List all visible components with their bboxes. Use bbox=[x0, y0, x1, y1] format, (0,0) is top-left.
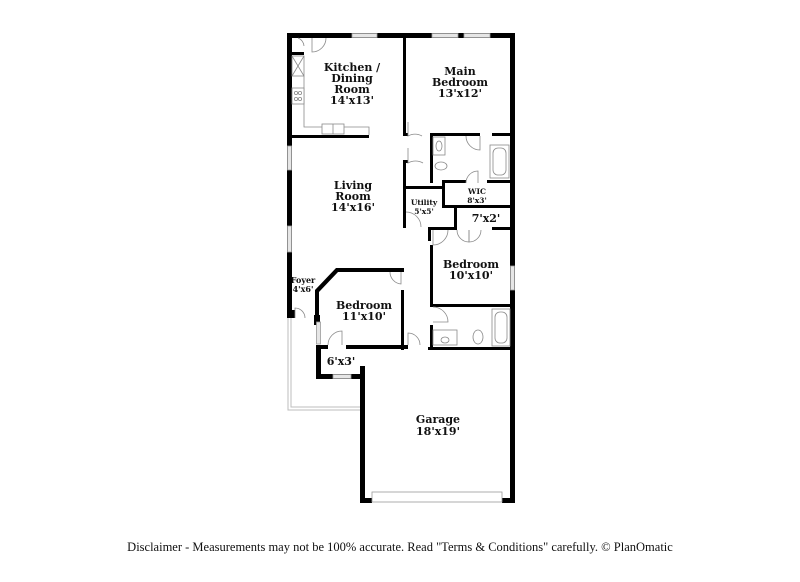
door-arc bbox=[294, 307, 306, 319]
door-arc bbox=[468, 229, 482, 243]
window bbox=[431, 33, 459, 38]
door-arc bbox=[407, 122, 423, 137]
door-arc bbox=[465, 170, 479, 184]
window bbox=[463, 33, 491, 38]
window bbox=[287, 225, 292, 253]
door-arc bbox=[327, 330, 343, 346]
sink-icon bbox=[432, 329, 458, 346]
porch-outline bbox=[287, 318, 360, 411]
window bbox=[351, 33, 378, 38]
window bbox=[287, 145, 292, 171]
door-arc bbox=[407, 332, 421, 346]
door-arc bbox=[456, 229, 470, 243]
room-label-closet-7x2: 7'x2' bbox=[472, 212, 501, 225]
fixtures bbox=[291, 55, 511, 347]
door-arc bbox=[465, 135, 481, 151]
window bbox=[510, 265, 515, 291]
interior-walls bbox=[287, 38, 512, 350]
window bbox=[316, 321, 321, 345]
room-label-closet-6x3: 6'x3' bbox=[327, 355, 356, 368]
garage-door bbox=[371, 491, 503, 503]
door-arc bbox=[297, 37, 305, 47]
door-arc bbox=[405, 211, 422, 228]
window bbox=[332, 374, 352, 379]
toilet-icon bbox=[472, 329, 484, 345]
bathtub-icon bbox=[491, 308, 511, 347]
door-arc bbox=[311, 37, 327, 53]
toilet-icon bbox=[434, 161, 448, 171]
door-arc bbox=[407, 148, 424, 164]
disclaimer-text: Disclaimer - Measurements may not be 100… bbox=[127, 540, 673, 554]
windows bbox=[287, 33, 515, 503]
door-arc bbox=[389, 271, 402, 285]
door-arc bbox=[432, 306, 449, 323]
sink-icon bbox=[432, 136, 446, 156]
bathtub-icon bbox=[489, 144, 510, 179]
stove-icon bbox=[291, 87, 305, 105]
door-arc bbox=[432, 229, 449, 246]
doors bbox=[294, 37, 482, 346]
